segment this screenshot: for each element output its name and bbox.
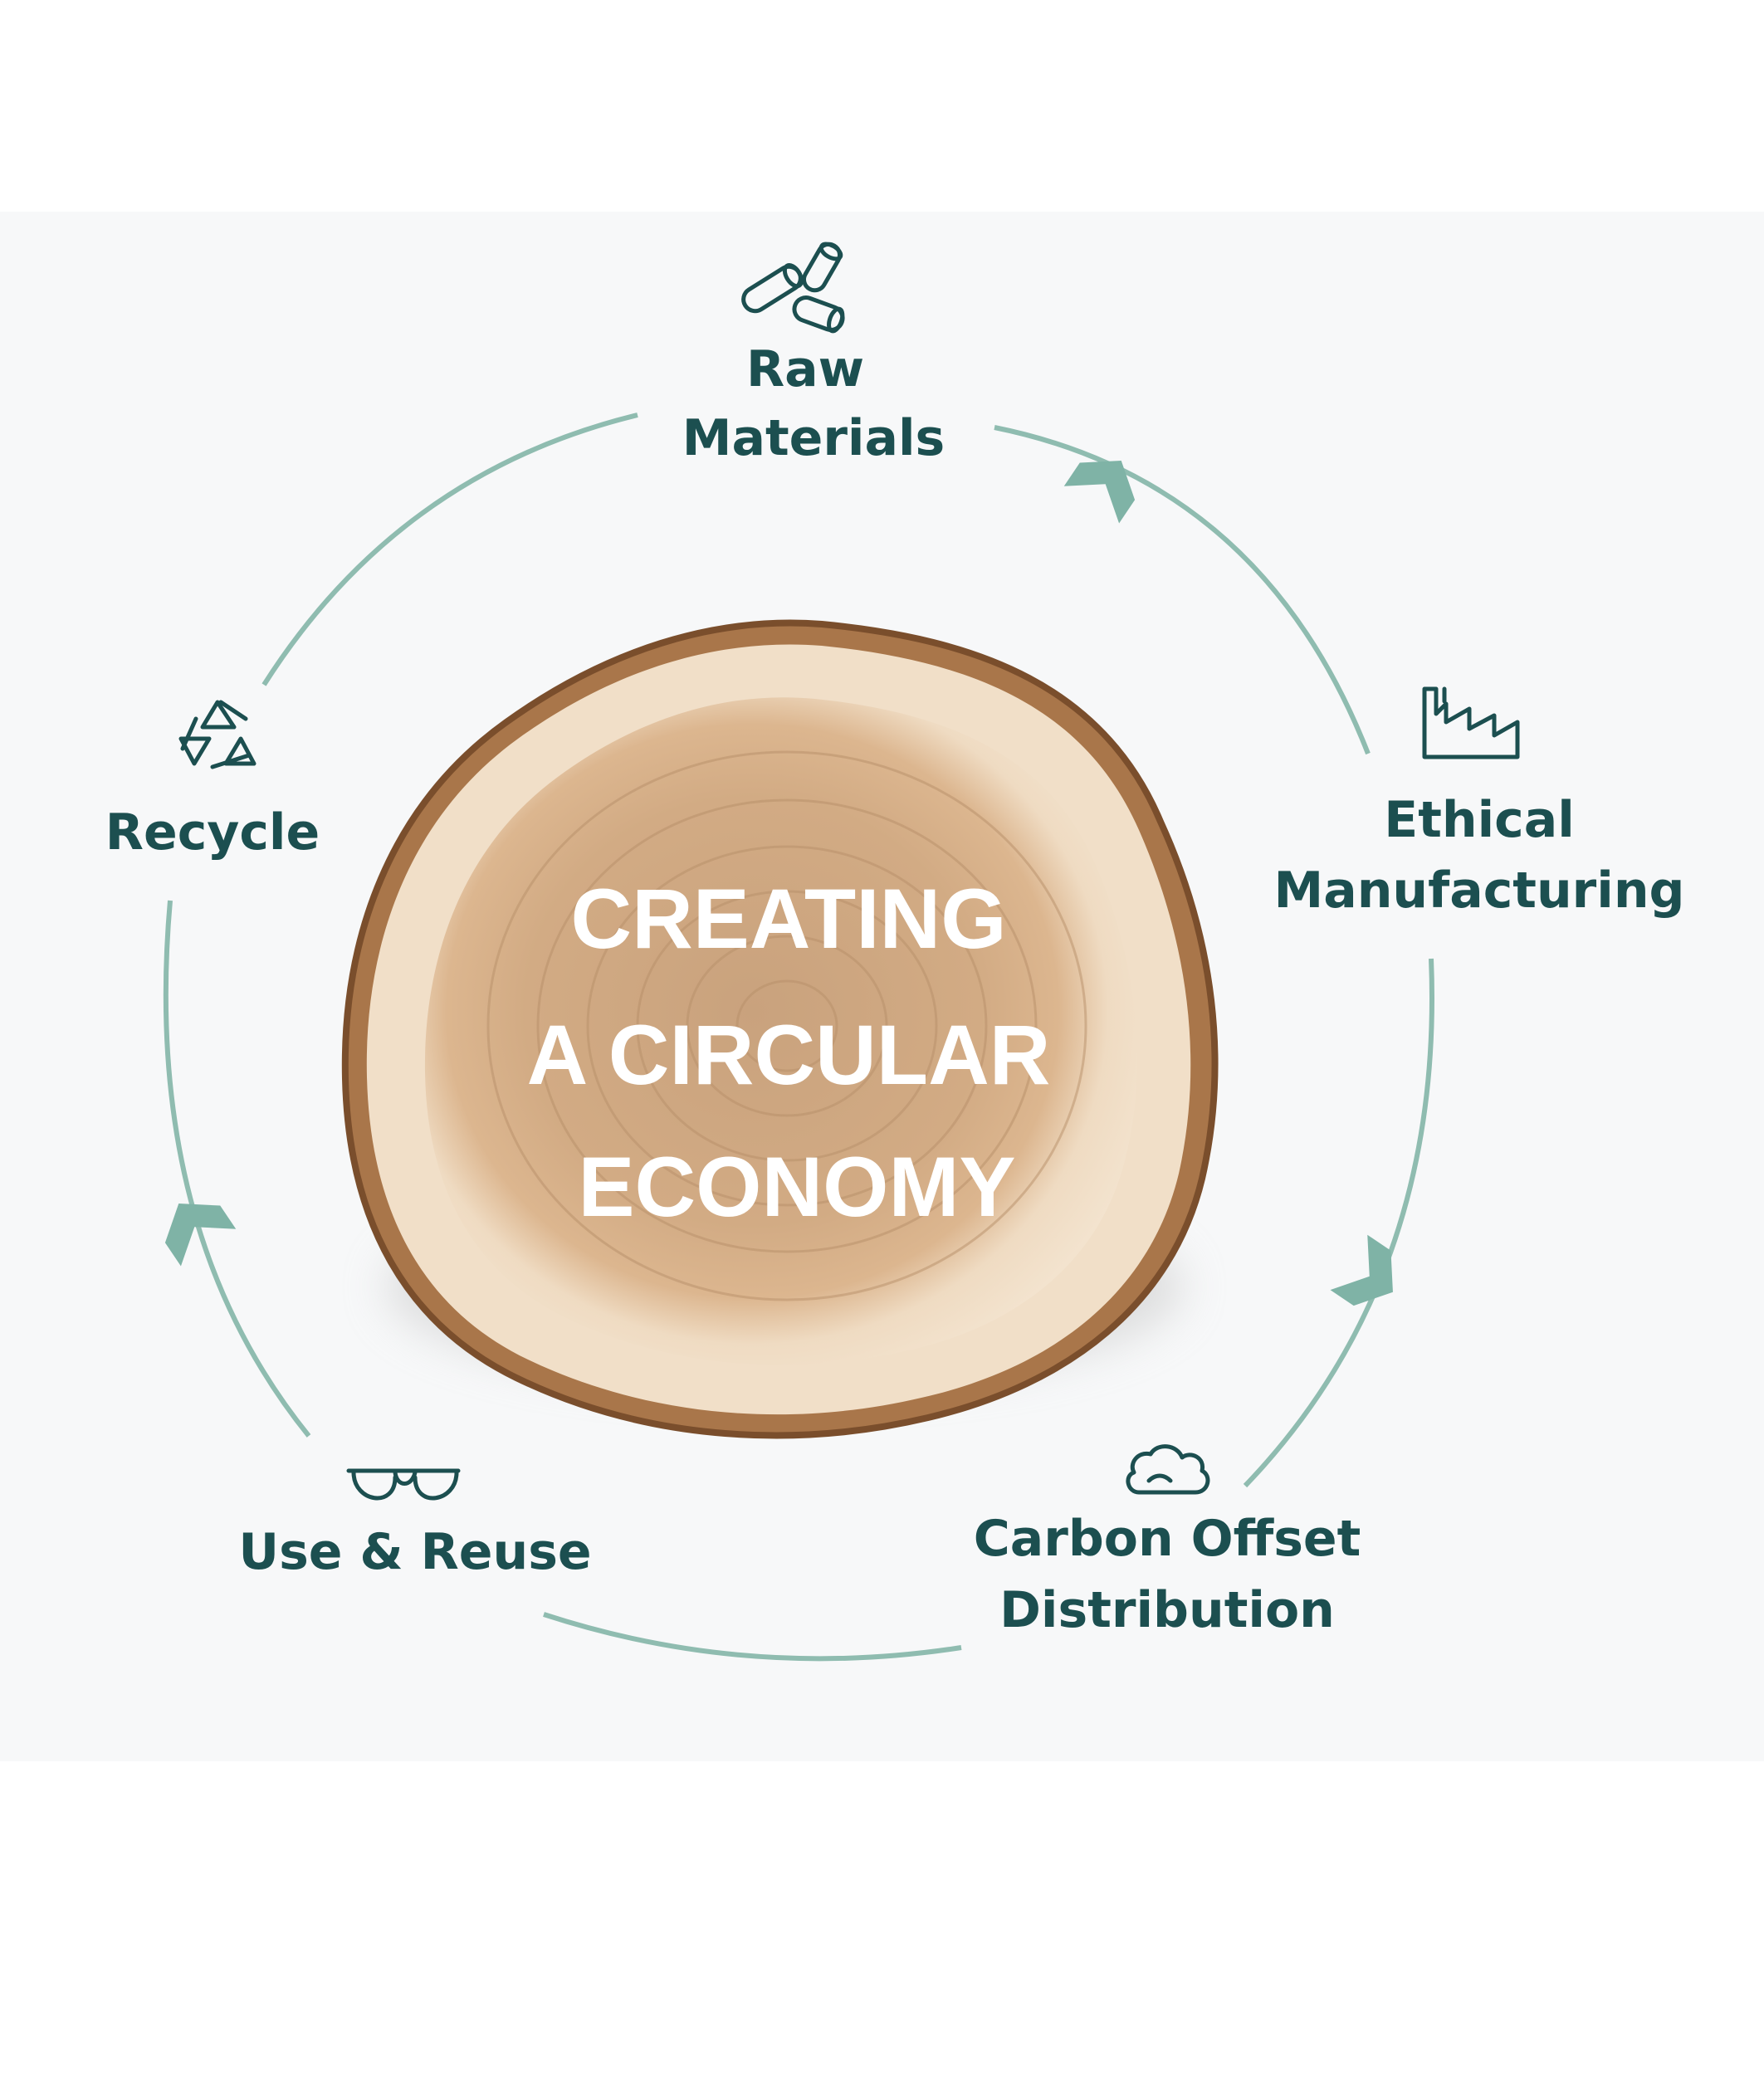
stage-recycle: Recycle [105, 700, 320, 862]
arc-carbon-to-use [543, 1612, 962, 1662]
cycle-ring [163, 413, 1434, 1662]
center-title-line-2: A CIRCULAR [527, 1008, 1051, 1102]
center-title: CREATING A CIRCULAR ECONOMY [527, 872, 1051, 1234]
stage-label-recycle: Recycle [105, 803, 320, 862]
glasses-icon [346, 1468, 461, 1501]
center-title-line-3: ECONOMY [578, 1140, 1015, 1234]
cloud-icon [1126, 1444, 1210, 1495]
stage-carbon-offset: Carbon Offset Distribution [974, 1444, 1361, 1639]
stage-label-raw-line-2: Materials [682, 409, 946, 467]
arc-use-to-recycle [163, 900, 311, 1438]
stage-label-raw-line-1: Raw [746, 340, 864, 398]
arc-recycle-to-raw [261, 413, 638, 686]
stage-raw-materials: Raw Materials [682, 242, 946, 467]
arrow-left [164, 1204, 237, 1267]
center-title-line-1: CREATING [570, 872, 1006, 966]
stage-label-carbon-line-1: Carbon Offset [974, 1510, 1361, 1568]
stage-label-use-reuse: Use & Reuse [238, 1523, 591, 1581]
recycle-icon [178, 700, 257, 769]
stage-label-carbon-line-2: Distribution [999, 1581, 1335, 1639]
arc-raw-to-manufacturing [994, 425, 1371, 755]
arrow-right-top [1063, 461, 1136, 524]
stage-label-manufacturing-line-2: Manufacturing [1274, 862, 1685, 920]
stage-label-manufacturing-line-1: Ethical [1384, 791, 1575, 849]
growth-rings [486, 750, 1087, 1301]
arrow-right-bottom [1330, 1234, 1393, 1306]
tree-slice [341, 619, 1219, 1439]
factory-icon [1422, 686, 1520, 759]
stage-ethical-manufacturing: Ethical Manufacturing [1274, 686, 1685, 920]
arc-manufacturing-to-carbon [1243, 958, 1434, 1488]
raw-materials-icon [741, 242, 845, 334]
flow-arrows [164, 461, 1393, 1306]
stage-use-reuse: Use & Reuse [238, 1468, 592, 1581]
